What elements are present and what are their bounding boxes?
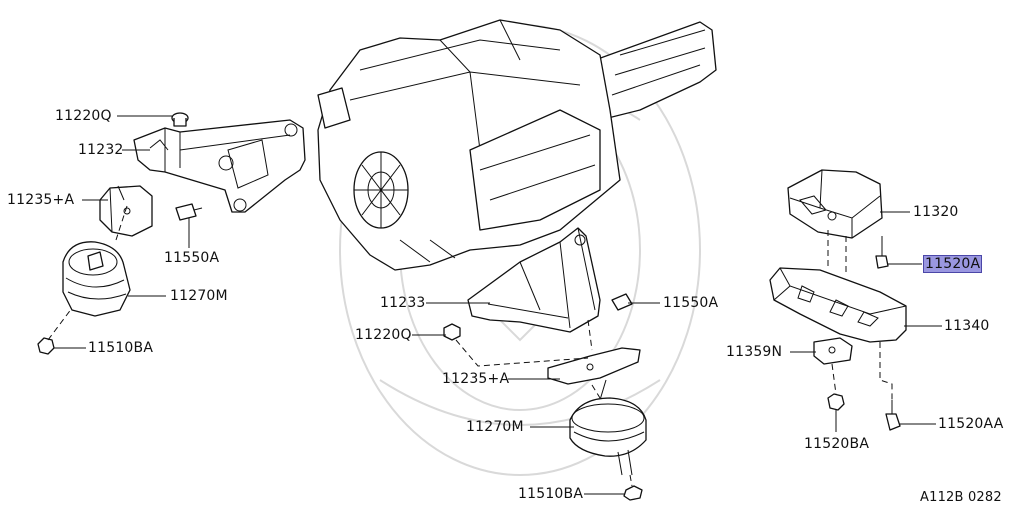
diagram-id: A112B 0282 bbox=[920, 490, 1002, 505]
part-label-11270M[interactable]: 11270M bbox=[170, 288, 228, 304]
part-label-11220Q[interactable]: 11220Q bbox=[355, 327, 412, 343]
left-mount-assembly bbox=[37, 112, 306, 355]
leader-lines bbox=[54, 115, 942, 495]
part-label-11550A[interactable]: 11550A bbox=[164, 250, 220, 266]
part-label-11359N[interactable]: 11359N bbox=[726, 344, 783, 360]
part-label-11510BA[interactable]: 11510BA bbox=[518, 486, 584, 502]
center-mount-assembly bbox=[443, 227, 647, 501]
part-label-11520BA[interactable]: 11520BA bbox=[804, 436, 870, 452]
right-crossmember-assembly bbox=[769, 169, 907, 431]
part-label-11520A[interactable]: 11520A bbox=[922, 255, 983, 273]
engine-transmission-assembly bbox=[317, 19, 717, 271]
part-label-11550A[interactable]: 11550A bbox=[663, 295, 719, 311]
part-label-11220Q[interactable]: 11220Q bbox=[55, 108, 112, 124]
part-label-11510BA[interactable]: 11510BA bbox=[88, 340, 154, 356]
part-label-11340[interactable]: 11340 bbox=[944, 318, 990, 334]
part-label-11320[interactable]: 11320 bbox=[913, 204, 959, 220]
part-label-11235-A[interactable]: 11235+A bbox=[7, 192, 75, 208]
part-label-11235-A[interactable]: 11235+A bbox=[442, 371, 510, 387]
part-label-11232[interactable]: 11232 bbox=[78, 142, 124, 158]
part-label-11270M[interactable]: 11270M bbox=[466, 419, 524, 435]
part-label-11233[interactable]: 11233 bbox=[380, 295, 426, 311]
part-label-11520AA[interactable]: 11520AA bbox=[938, 416, 1004, 432]
